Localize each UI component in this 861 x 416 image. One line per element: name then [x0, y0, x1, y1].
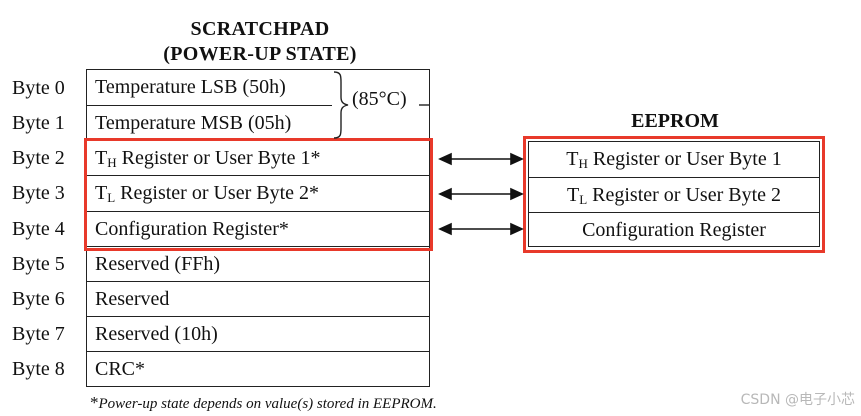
arrow-th-left-head — [438, 152, 452, 166]
scratchpad-row-1: Temperature MSB (05h) — [87, 105, 332, 140]
footnote: *Power-up state depends on value(s) stor… — [90, 393, 437, 413]
eeprom-table: TH Register or User Byte 1 TL Register o… — [528, 141, 820, 247]
byte-label-0: Byte 0 — [12, 77, 65, 99]
footnote-star: * — [90, 393, 99, 412]
scratchpad-title: SCRATCHPAD — [190, 18, 330, 40]
watermark: CSDN @电子小芯 — [740, 392, 855, 408]
byte-label-4: Byte 4 — [12, 218, 65, 240]
scratchpad-row-7: Reserved (10h) — [87, 316, 429, 351]
byte-label-1: Byte 1 — [12, 112, 65, 134]
byte-label-2: Byte 2 — [12, 147, 65, 169]
scratchpad-highlight — [84, 138, 433, 251]
scratchpad-row-3: TL Register or User Byte 2* — [87, 175, 429, 210]
temperature-brace — [333, 71, 349, 139]
scratchpad-row-0: Temperature LSB (50h) — [95, 76, 286, 98]
eeprom-highlight — [523, 136, 825, 253]
footnote-text: Power-up state depends on value(s) store… — [98, 396, 437, 412]
byte-label-3: Byte 3 — [12, 182, 65, 204]
arrow-th-right-head — [510, 152, 524, 166]
eeprom-row-2: Configuration Register — [529, 212, 819, 247]
byte-label-7: Byte 7 — [12, 323, 65, 345]
arrow-config-left-head — [438, 222, 452, 236]
temperature-note: (85°C) — [352, 88, 407, 110]
eeprom-row-0: TH Register or User Byte 1 — [566, 148, 782, 171]
byte-label-6: Byte 6 — [12, 288, 65, 310]
byte-label-8: Byte 8 — [12, 358, 65, 380]
scratchpad-table: Temperature LSB (50h) Temperature MSB (0… — [86, 69, 430, 387]
arrow-tl-right-head — [510, 187, 524, 201]
arrow-tl-left-head — [438, 187, 452, 201]
scratchpad-row-8: CRC* — [87, 351, 429, 386]
scratchpad-subtitle: (POWER-UP STATE) — [163, 43, 357, 65]
scratchpad-row-6: Reserved — [87, 281, 429, 316]
arrow-config-right-head — [510, 222, 524, 236]
scratchpad-row-4: Configuration Register* — [87, 211, 429, 246]
eeprom-row-1: TL Register or User Byte 2 — [529, 177, 819, 212]
byte-label-5: Byte 5 — [12, 253, 65, 275]
eeprom-title: EEPROM — [631, 110, 719, 132]
scratchpad-row-5: Reserved (FFh) — [87, 246, 429, 281]
